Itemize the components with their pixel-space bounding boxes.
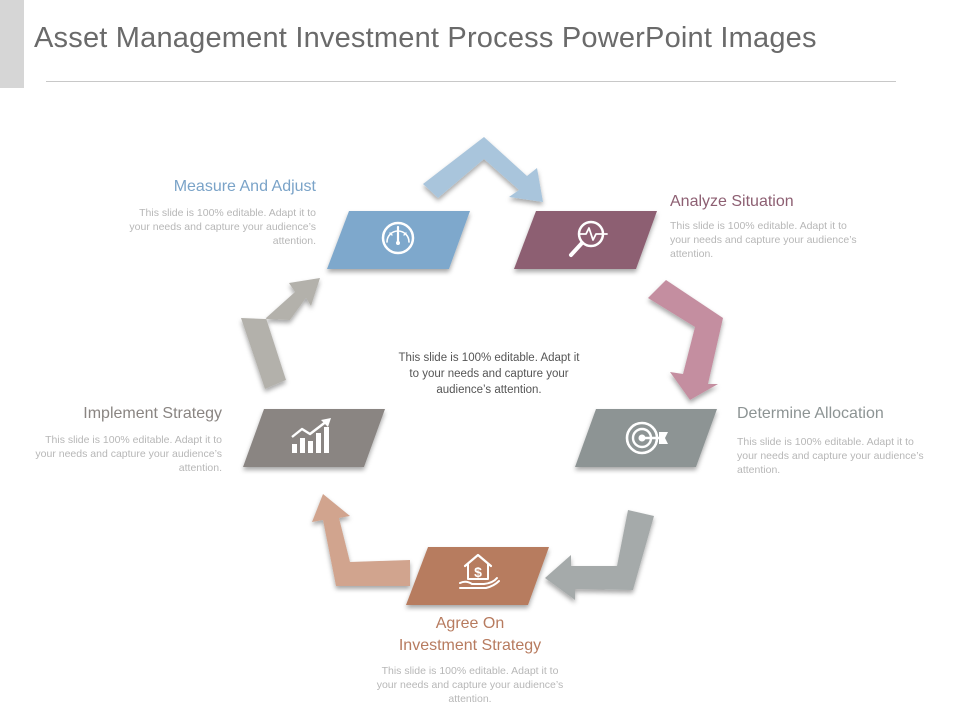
step-label-agree: Agree On Investment Strategy — [398, 615, 542, 654]
step-desc-implement: This slide is 100% editable. Adapt it to… — [35, 434, 222, 474]
step-panel-agree — [406, 547, 549, 605]
arrow-determine-to-agree — [545, 510, 654, 600]
step-label-implement: Implement Strategy — [83, 405, 222, 422]
house-dollar-hand-icon: $ — [459, 553, 500, 589]
arrow-measure-to-analyze — [423, 137, 543, 202]
center-description: This slide is 100% editable. Adapt it to… — [398, 352, 580, 396]
slide-title: Asset Management Investment Process Powe… — [34, 22, 817, 54]
arrow-analyze-to-determine — [648, 280, 723, 400]
step-panel-implement — [243, 409, 385, 467]
step-desc-analyze: This slide is 100% editable. Adapt it to… — [670, 220, 857, 260]
arrow-implement-to-measure — [241, 278, 320, 389]
step-label-determine: Determine Allocation — [737, 405, 884, 422]
growth-chart-icon — [291, 418, 331, 453]
step-label-measure: Measure And Adjust — [173, 178, 316, 195]
step-panel-analyze — [514, 211, 657, 269]
magnifier-pulse-icon — [569, 220, 608, 257]
title-divider — [46, 81, 896, 82]
title-side-tab — [0, 0, 24, 88]
step-desc-agree: This slide is 100% editable. Adapt it to… — [376, 665, 564, 705]
arrow-agree-to-implement — [312, 494, 410, 586]
step-desc-determine: This slide is 100% editable. Adapt it to… — [737, 436, 924, 476]
svg-text:$: $ — [474, 564, 482, 580]
target-icon — [625, 421, 668, 455]
gauge-icon — [381, 221, 415, 255]
step-desc-measure: This slide is 100% editable. Adapt it to… — [129, 207, 316, 247]
step-label-analyze: Analyze Situation — [670, 193, 794, 210]
